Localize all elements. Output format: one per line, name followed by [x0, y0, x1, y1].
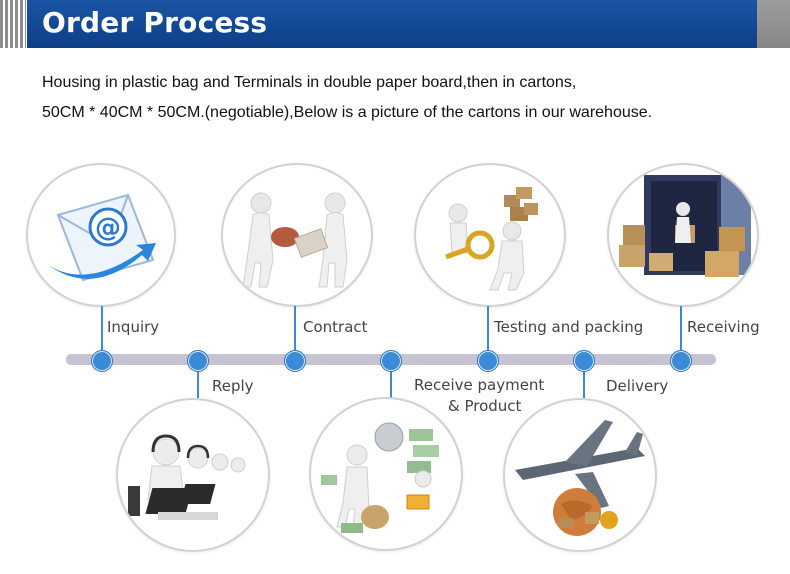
connector-reply [197, 368, 199, 398]
connector-contract [294, 306, 296, 352]
airplane-globe [515, 420, 645, 536]
svg-text:@: @ [95, 213, 121, 243]
step-label-delivery: Delivery [606, 377, 669, 395]
contract-image [221, 163, 373, 307]
step-label-payment-line2: & Product [448, 397, 522, 415]
step-label-reply: Reply [212, 377, 254, 395]
timeline-dot-inquiry [91, 350, 113, 372]
connector-payment [390, 368, 392, 398]
delivery-image [503, 398, 657, 552]
description-line-1: Housing in plastic bag and Terminals in … [42, 74, 577, 91]
connector-testing [487, 306, 489, 352]
inquiry-image: @ [26, 163, 176, 307]
connector-receiving [680, 306, 682, 352]
step-label-testing: Testing and packing [494, 318, 644, 336]
magnifier-boxes [445, 187, 538, 291]
header-stripes-left [0, 0, 26, 48]
reply-image [116, 398, 270, 552]
timeline-dot-reply [187, 350, 209, 372]
timeline-dot-testing [477, 350, 499, 372]
header-bar: Order Process [0, 0, 790, 48]
timeline-dot-delivery [573, 350, 595, 372]
timeline-dot-receiving [670, 350, 692, 372]
description-line-2: 50CM * 40CM * 50CM.(negotiable),Below is… [42, 104, 653, 121]
connector-inquiry [101, 306, 103, 352]
step-label-receiving: Receiving [687, 318, 760, 336]
money-payment [321, 422, 439, 533]
timeline-dot-contract [284, 350, 306, 372]
connector-delivery [583, 368, 585, 398]
step-label-payment: Receive payment [414, 376, 545, 394]
testing-packing-image [414, 163, 566, 307]
receiving-image [607, 163, 759, 307]
step-label-inquiry: Inquiry [107, 318, 160, 336]
timeline-dot-payment [380, 350, 402, 372]
container-cartons [619, 175, 751, 277]
handshake-figures [242, 192, 348, 288]
call-center-operators [128, 434, 246, 520]
page-title: Order Process [42, 6, 268, 39]
payment-image [309, 397, 463, 551]
header-title-bar [27, 0, 757, 48]
header-stripes-right [757, 0, 790, 48]
email-envelope-icon: @ [48, 193, 156, 282]
step-label-contract: Contract [303, 318, 368, 336]
